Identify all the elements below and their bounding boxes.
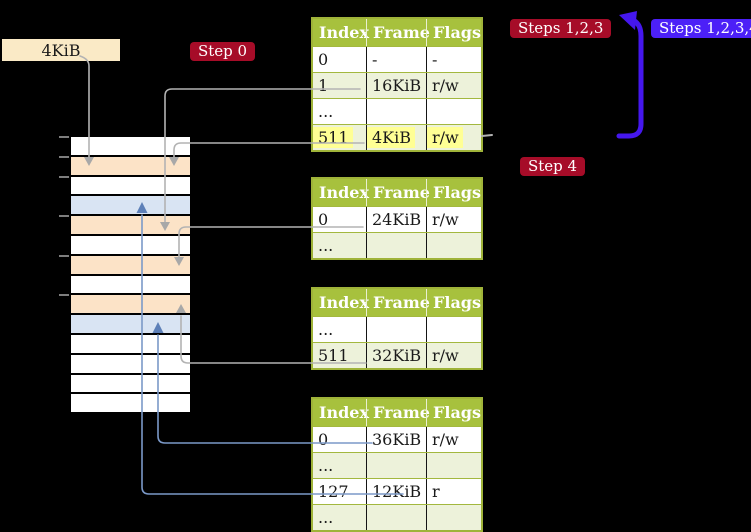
cell-frame: [366, 233, 426, 258]
table-header: Index Frame Flags: [313, 179, 481, 206]
cell-flags: [426, 453, 481, 478]
table-row: 0 36KiB r/w: [313, 426, 481, 452]
badge-step-4: Step 4: [520, 157, 586, 176]
column-header-frame: Frame: [366, 289, 430, 316]
memory-frame-blue: [71, 196, 190, 215]
cell-flags: r/w: [426, 427, 481, 452]
cell-flags: -: [426, 47, 481, 72]
cell-index: 0: [318, 430, 329, 449]
table-row: ...: [313, 232, 481, 258]
cell-frame: [366, 505, 426, 530]
column-header-flags: Flags: [426, 399, 481, 426]
cell-flags: [426, 505, 481, 530]
cell-flags: [426, 233, 481, 258]
memory-frame-orange: [71, 216, 190, 234]
cell-frame: 36KiB: [366, 427, 426, 452]
cell-frame: [366, 453, 426, 478]
cell-index: 0: [318, 210, 329, 229]
cell-flags: r/w: [426, 125, 481, 150]
cell-frame: 24KiB: [366, 207, 426, 232]
table-row: 1 16KiB r/w: [313, 72, 481, 98]
page-table-1: Index Frame Flags 0 - - 1 16KiB r/w ... …: [311, 17, 483, 152]
highlight: 511: [313, 127, 353, 148]
cell-index: 0: [318, 50, 329, 69]
table-row: ...: [313, 316, 481, 342]
cell-index: 1: [318, 76, 329, 95]
table-row: 511 32KiB r/w: [313, 342, 481, 368]
table-row: 0 24KiB r/w: [313, 206, 481, 232]
column-header-index: Index: [319, 23, 370, 42]
cell-index: 511: [313, 125, 366, 150]
highlight: r/w: [427, 127, 463, 148]
memory-column: [71, 137, 190, 413]
memory-frame-orange: [71, 255, 190, 274]
cell-index: 511: [318, 346, 349, 365]
memory-frame-blue: [71, 315, 190, 333]
column-header-flags: Flags: [426, 179, 481, 206]
table-row: 127 12KiB r: [313, 478, 481, 504]
table-row-recursive-entry: 511 4KiB r/w: [313, 124, 481, 150]
column-header-index: Index: [319, 183, 370, 202]
memory-frame-orange: [71, 295, 190, 314]
memory-ticks: [59, 136, 69, 296]
cell-frame: 32KiB: [366, 343, 426, 368]
cell-frame: 12KiB: [366, 479, 426, 504]
memory-frame-orange: [71, 156, 190, 175]
cell-flags: r/w: [426, 207, 481, 232]
cell-flags: r/w: [426, 73, 481, 98]
highlight: 4KiB: [367, 127, 416, 148]
cell-flags: [426, 99, 481, 124]
cell-frame: -: [366, 47, 426, 72]
memory-frame-white: [71, 235, 190, 254]
column-header-frame: Frame: [366, 19, 430, 46]
cell-frame: 4KiB: [366, 125, 426, 150]
page-table-4: Index Frame Flags 0 36KiB r/w ... 127 12…: [311, 397, 483, 532]
table-row: 0 - -: [313, 46, 481, 72]
memory-frame-white: [71, 137, 190, 155]
connector-stub-right: [481, 134, 493, 137]
cell-flags: r/w: [426, 343, 481, 368]
page-table-3: Index Frame Flags ... 511 32KiB r/w: [311, 287, 483, 370]
table-row: ...: [313, 98, 481, 124]
step-loop-arrow: [616, 11, 644, 139]
column-header-frame: Frame: [366, 179, 430, 206]
cell-index: ...: [318, 508, 334, 527]
cell-frame: [366, 99, 426, 124]
cell-frame: [366, 317, 426, 342]
table-row: ...: [313, 504, 481, 530]
table-row: ...: [313, 452, 481, 478]
cell-index: ...: [318, 320, 334, 339]
memory-frame-white: [71, 354, 190, 373]
column-header-index: Index: [319, 403, 370, 422]
cell-flags: r: [426, 479, 481, 504]
column-header-index: Index: [319, 293, 370, 312]
memory-frame-white: [71, 176, 190, 195]
memory-frame-white: [71, 394, 190, 413]
memory-frame-white: [71, 275, 190, 294]
column-header-frame: Frame: [366, 399, 430, 426]
cell-index: 127: [318, 482, 349, 501]
badge-step-0: Step 0: [190, 42, 256, 61]
column-header-flags: Flags: [426, 19, 481, 46]
memory-frame-white: [71, 334, 190, 353]
cell-index: ...: [318, 456, 334, 475]
badge-steps-1-2-3-4: Steps 1,2,3,4: [651, 19, 751, 38]
cell-flags: [426, 317, 481, 342]
column-header-flags: Flags: [426, 289, 481, 316]
cell-index: ...: [318, 236, 334, 255]
table-header: Index Frame Flags: [313, 399, 481, 426]
page-table-2: Index Frame Flags 0 24KiB r/w ...: [311, 177, 483, 260]
table-header: Index Frame Flags: [313, 289, 481, 316]
memory-frame-white: [71, 374, 190, 393]
badge-steps-1-2-3: Steps 1,2,3: [510, 19, 612, 38]
table-header: Index Frame Flags: [313, 19, 481, 46]
cell-frame: 16KiB: [366, 73, 426, 98]
cell-index: ...: [318, 102, 334, 121]
page-size-label: 4KiB: [2, 39, 120, 61]
